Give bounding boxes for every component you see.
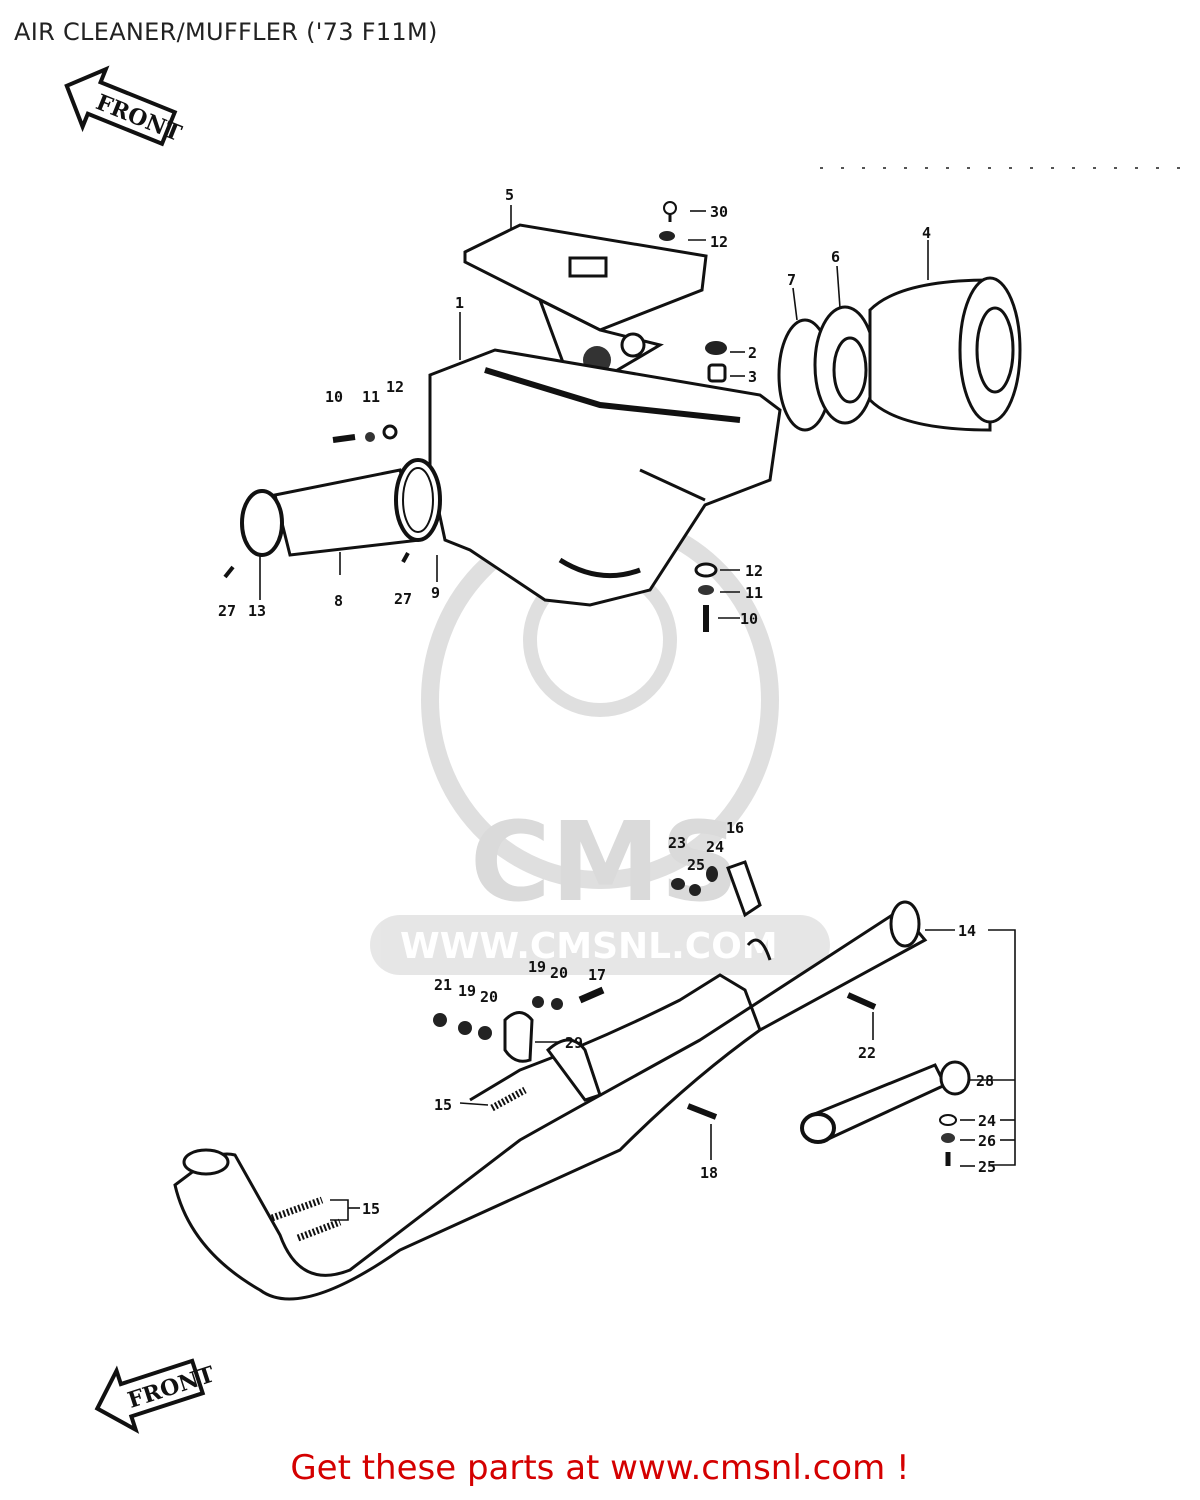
callout-6: 6 (831, 248, 840, 266)
flange-part-6 (813, 305, 877, 425)
callout-5: 5 (505, 186, 514, 204)
callout-25-upper: 25 (687, 856, 705, 874)
washer-part-20-lower (478, 1026, 492, 1040)
muffler-part-14 (173, 900, 928, 1301)
washer-part-19-lower (458, 1021, 472, 1035)
intake-duct-part-8 (240, 458, 442, 557)
callout-27-left: 27 (218, 602, 236, 620)
washer-part-11-right (698, 585, 714, 595)
callout-10-left: 10 (325, 388, 343, 406)
callout-18: 18 (700, 1164, 718, 1182)
collar-part-3 (707, 363, 727, 383)
callout-11-right: 11 (745, 584, 763, 602)
leader-lines (259, 205, 1016, 1221)
bolt-part-22 (846, 992, 877, 1010)
bracket-part-16 (726, 860, 772, 961)
callout-12-top: 12 (710, 233, 728, 251)
callout-15-lower: 15 (362, 1200, 380, 1218)
nut-part-23 (671, 878, 685, 890)
callout-29: 29 (565, 1034, 583, 1052)
washer-part-12-left (382, 424, 398, 440)
washer-part-12-right (694, 562, 718, 578)
washer-part-20-upper (551, 998, 563, 1010)
callout-23: 23 (668, 834, 686, 852)
screw-part-27-mid (401, 552, 410, 563)
callout-11-left: 11 (362, 388, 380, 406)
callout-13: 13 (248, 602, 266, 620)
callout-30: 30 (710, 203, 728, 221)
front-arrow-bottom: FRONT (94, 1358, 218, 1434)
washer-part-25-upper (689, 884, 701, 896)
callout-28: 28 (976, 1072, 994, 1090)
washer-part-11-left (365, 432, 375, 442)
callout-3: 3 (748, 368, 757, 386)
callout-7: 7 (787, 271, 796, 289)
callout-20-upper: 20 (550, 964, 568, 982)
footer-link[interactable]: Get these parts at www.cmsnl.com ! (290, 1448, 910, 1488)
element-part-4 (868, 276, 1022, 432)
callout-15-middle: 15 (434, 1096, 452, 1114)
bolt-part-17 (578, 986, 605, 1004)
callout-24-lower: 24 (978, 1112, 996, 1130)
callout-19-upper: 19 (528, 958, 546, 976)
callout-16: 16 (726, 819, 744, 837)
callout-27-mid: 27 (394, 590, 412, 608)
callout-17: 17 (588, 966, 606, 984)
spring-part-15-middle (490, 1086, 527, 1112)
callout-19-lower: 19 (458, 982, 476, 1000)
callout-12-left: 12 (386, 378, 404, 396)
washer-part-24-upper (706, 866, 718, 882)
washer-part-12-top (659, 231, 675, 241)
callout-1: 1 (455, 294, 464, 312)
callout-26: 26 (978, 1132, 996, 1150)
callout-2: 2 (748, 344, 757, 362)
callout-10-right: 10 (740, 610, 758, 628)
callout-24-upper: 24 (706, 838, 724, 856)
washer-part-26 (941, 1133, 955, 1143)
page-title: AIR CLEANER/MUFFLER ('73 F11M) (14, 18, 438, 46)
screw-part-27-left (223, 565, 235, 579)
callout-9: 9 (431, 584, 440, 602)
nut-part-21 (433, 1013, 447, 1027)
grommet-part-2 (705, 341, 727, 355)
washer-part-24-lower (939, 1114, 957, 1126)
baffle-part-28 (800, 1060, 971, 1144)
callout-22: 22 (858, 1044, 876, 1062)
callout-14: 14 (958, 922, 976, 940)
callout-8: 8 (334, 592, 343, 610)
screw-part-30 (663, 201, 677, 222)
callout-labels: 5 30 12 4 6 7 1 2 3 10 11 12 12 11 10 27… (218, 186, 996, 1218)
watermark-url: WWW.CMSNL.COM (400, 926, 778, 967)
bolt-part-18 (686, 1103, 718, 1120)
front-arrow-top: FRONT (64, 65, 186, 147)
bolt-part-10-left (332, 434, 356, 443)
callout-12-right: 12 (745, 562, 763, 580)
air-cleaner-case-part-1 (428, 348, 782, 607)
callout-25-lower: 25 (978, 1158, 996, 1176)
callout-20-lower: 20 (480, 988, 498, 1006)
washer-part-19-upper (532, 996, 544, 1008)
spring-part-15-lower-b (296, 1218, 342, 1242)
callout-21: 21 (434, 976, 452, 994)
spring-part-15-lower-a (270, 1196, 324, 1222)
watermark-brand: CMS (470, 798, 739, 926)
callout-4: 4 (922, 224, 931, 242)
mount-bracket-part-29 (503, 1011, 602, 1102)
